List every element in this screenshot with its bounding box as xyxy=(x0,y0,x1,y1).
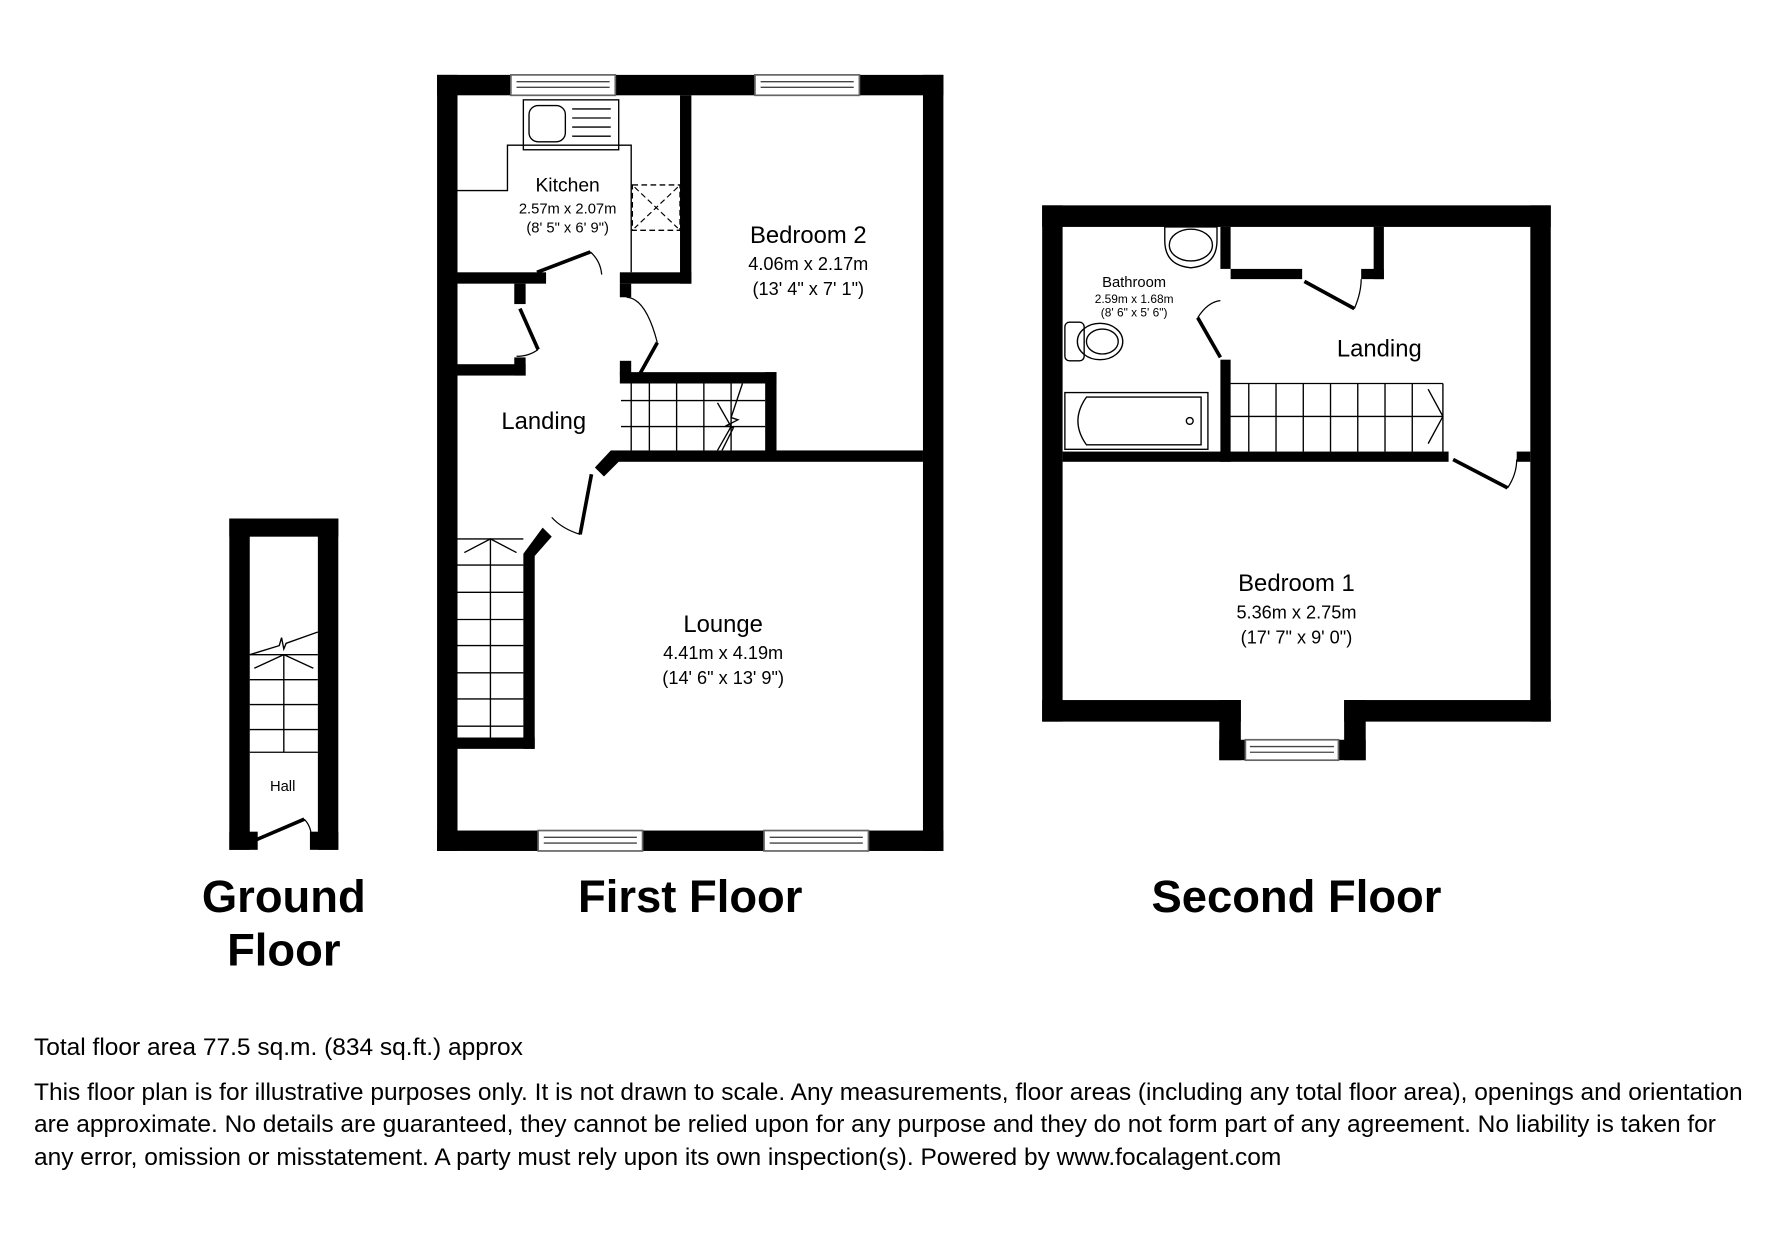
wall xyxy=(1516,451,1531,462)
wall xyxy=(523,553,535,749)
wall xyxy=(1042,205,1551,227)
room-label-bedroom-2: Bedroom 2 xyxy=(750,222,867,249)
door-swing xyxy=(1507,459,1518,489)
window-icon xyxy=(510,74,617,97)
room-label-bedroom-1: Bedroom 1 xyxy=(1238,570,1355,597)
room-dimensions-imperial: (14' 6" x 13' 9") xyxy=(662,668,784,688)
wall xyxy=(229,518,250,850)
room-label-kitchen: Kitchen xyxy=(535,176,599,197)
wall xyxy=(457,364,526,376)
door-swing xyxy=(1197,300,1221,319)
door xyxy=(255,817,305,842)
wall xyxy=(619,283,632,298)
total-floor-area: Total floor area 77.5 sq.m. (834 sq.ft.)… xyxy=(34,1034,523,1061)
room-label-hall: Hall xyxy=(270,779,295,795)
floor-title-first: First Floor xyxy=(578,871,802,922)
wall xyxy=(765,372,777,461)
wall xyxy=(309,831,339,850)
footer-notes: Total floor area 77.5 sq.m. (834 sq.ft.)… xyxy=(34,1032,1754,1174)
wall xyxy=(229,831,258,850)
room-dimensions-imperial: (17' 7" x 9' 0") xyxy=(1241,627,1353,647)
wall xyxy=(610,450,923,462)
wall xyxy=(1220,359,1231,462)
wall xyxy=(1530,205,1551,722)
wall xyxy=(619,372,777,384)
disclaimer-text: This floor plan is for illustrative purp… xyxy=(34,1078,1743,1171)
door xyxy=(578,473,594,535)
door xyxy=(634,341,659,383)
wall xyxy=(457,737,535,749)
room-dimensions-metric: 5.36m x 2.75m xyxy=(1236,602,1356,622)
worktop xyxy=(457,144,632,273)
door xyxy=(536,250,591,275)
door-swing xyxy=(516,348,539,357)
door-swing xyxy=(551,516,581,535)
first-floor-plan: Kitchen 2.57m x 2.07m (8' 5" x 6' 9") Be… xyxy=(437,74,944,852)
wall xyxy=(619,360,632,375)
room-dimensions-metric: 4.06m x 2.17m xyxy=(748,254,868,274)
room-dimensions-imperial: (13' 4" x 7' 1") xyxy=(752,279,864,299)
wall xyxy=(1062,451,1449,462)
room-dimensions-metric: 4.41m x 4.19m xyxy=(663,643,783,663)
sink-icon xyxy=(522,99,620,151)
wall xyxy=(1361,268,1384,280)
room-label-landing: Landing xyxy=(501,408,586,435)
wall xyxy=(1220,226,1231,269)
wall xyxy=(922,74,944,851)
wall xyxy=(1344,700,1551,722)
window-icon xyxy=(1244,738,1340,762)
room-dimensions-metric: 2.59m x 1.68m xyxy=(1095,292,1174,306)
wall xyxy=(523,527,552,556)
wall xyxy=(437,74,458,851)
room-dimensions-imperial: (8' 5" x 6' 9") xyxy=(526,221,609,237)
basin-icon xyxy=(1164,226,1218,269)
wall xyxy=(1230,268,1303,280)
door-swing xyxy=(1353,279,1362,309)
room-dimensions-metric: 2.57m x 2.07m xyxy=(519,201,617,217)
window-icon xyxy=(754,74,861,97)
wall xyxy=(317,518,339,850)
floor-title-ground-line2: Floor xyxy=(227,925,340,976)
door xyxy=(1196,316,1222,359)
bath-icon xyxy=(1064,391,1209,450)
door-swing xyxy=(303,818,313,846)
wall xyxy=(680,95,692,284)
room-label-landing: Landing xyxy=(1337,335,1422,362)
door-swing xyxy=(589,251,603,275)
door xyxy=(1303,279,1356,311)
wall xyxy=(229,518,339,537)
wall xyxy=(1042,700,1241,722)
door xyxy=(518,307,540,351)
floor-title-ground: Ground xyxy=(202,871,366,922)
window-icon xyxy=(763,829,870,852)
wall xyxy=(594,450,619,477)
toilet-icon xyxy=(1064,321,1124,362)
door xyxy=(1452,457,1509,490)
second-floor-plan: Bathroom 2.59m x 1.68m (8' 6" x 5' 6") L… xyxy=(1042,205,1551,762)
wall xyxy=(1373,226,1384,280)
wall xyxy=(457,272,547,284)
room-label-bathroom: Bathroom xyxy=(1102,275,1166,291)
wall xyxy=(619,272,692,284)
floor-title-second: Second Floor xyxy=(1151,871,1441,922)
room-dimensions-imperial: (8' 6" x 5' 6") xyxy=(1101,306,1168,320)
stairs-icon xyxy=(457,538,524,738)
loft-hatch-icon xyxy=(631,184,681,232)
room-label-lounge: Lounge xyxy=(683,611,763,638)
wall xyxy=(514,283,526,305)
window-icon xyxy=(537,829,644,852)
stairs-icon xyxy=(1230,382,1444,452)
door-swing xyxy=(626,296,658,343)
stairs-icon xyxy=(620,383,766,451)
wall xyxy=(1042,205,1063,722)
ground-floor-plan: Hall xyxy=(229,518,339,850)
stairs-icon xyxy=(249,631,319,753)
